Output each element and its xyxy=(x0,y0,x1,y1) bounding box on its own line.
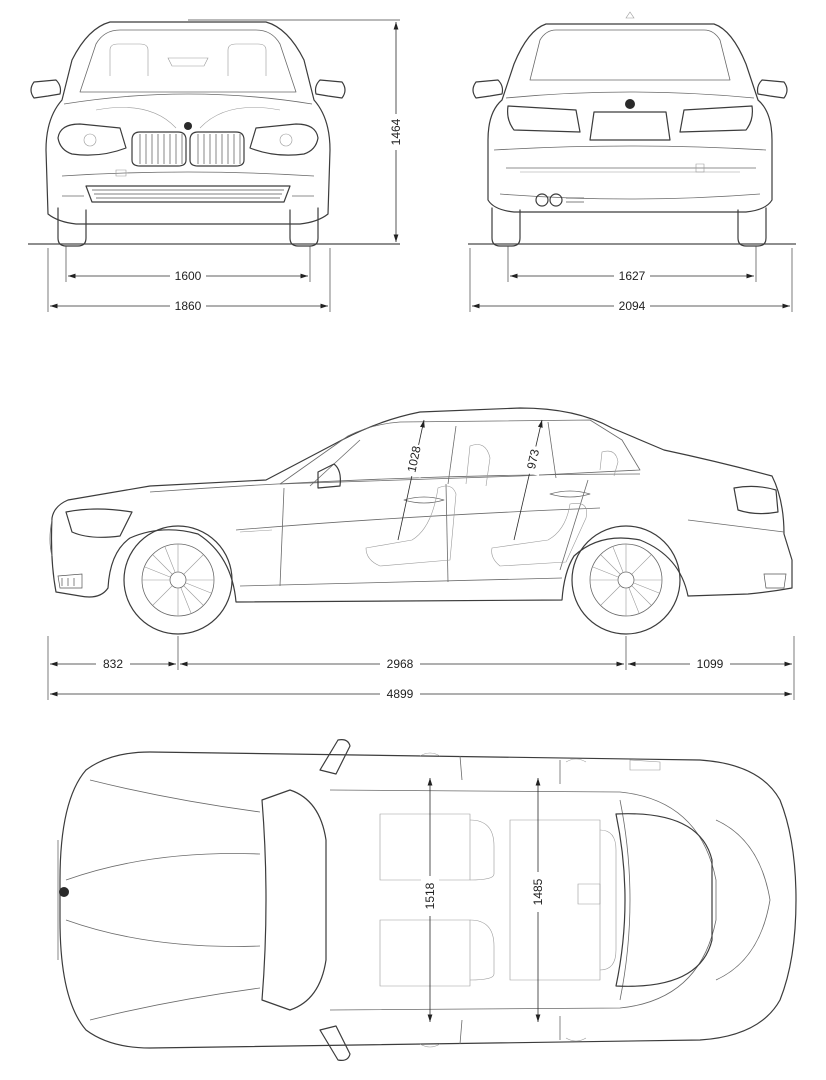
front-view xyxy=(28,21,400,247)
rear-wheel xyxy=(571,525,681,635)
front-overhang-label: 832 xyxy=(103,657,123,671)
front-shoulder-width-label: 1518 xyxy=(423,882,437,909)
rear-width-label: 2094 xyxy=(619,299,646,313)
rear-overhang-label: 1099 xyxy=(697,657,724,671)
rear-view xyxy=(468,11,796,247)
front-headroom-label: 1028 xyxy=(404,444,423,473)
rear-headroom-label: 973 xyxy=(524,448,542,471)
front-track-label: 1600 xyxy=(175,269,202,283)
length-label: 4899 xyxy=(387,687,414,701)
rear-track-label: 1627 xyxy=(619,269,646,283)
front-wheel xyxy=(123,525,233,635)
top-view xyxy=(57,739,797,1061)
side-view xyxy=(49,407,793,635)
wheelbase-label: 2968 xyxy=(387,657,414,671)
rear-shoulder-width-label: 1485 xyxy=(531,878,545,905)
front-width-label: 1860 xyxy=(175,299,202,313)
dimension-labels: 1600 1860 1464 1627 2094 1028 973 832 29… xyxy=(96,114,730,916)
height-label: 1464 xyxy=(389,118,403,145)
dimension-lines xyxy=(47,19,795,1022)
